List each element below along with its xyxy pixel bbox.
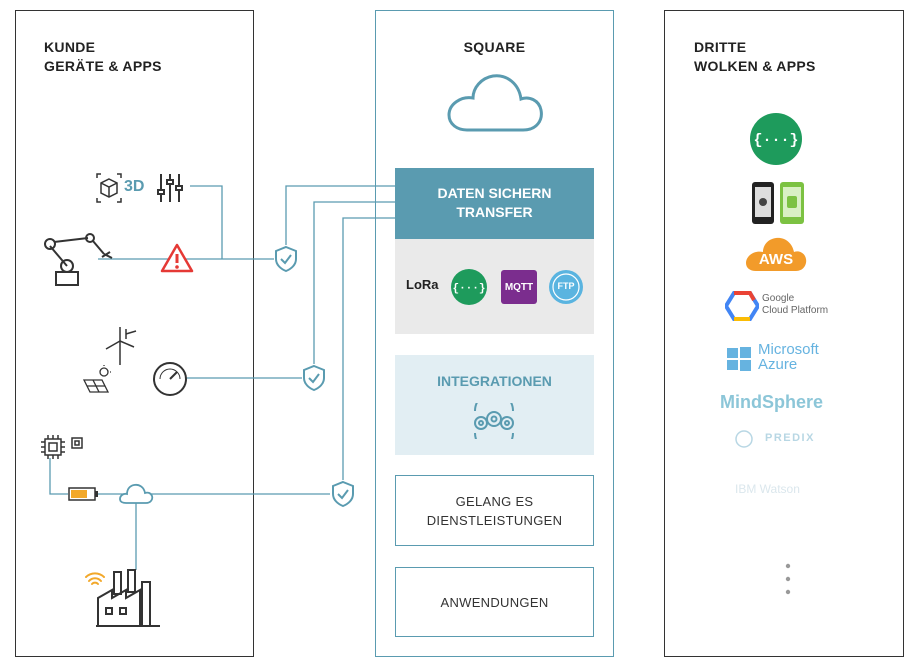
third-party-heading-line2: WOLKEN & APPS [694, 58, 816, 74]
svg-text:{···}: {···} [452, 283, 485, 295]
customer-heading-line2: GERÄTE & APPS [44, 58, 162, 74]
integrations-label: INTEGRATIONEN [437, 373, 552, 389]
node-red-icon: {···} [750, 113, 802, 165]
gauge-icon [153, 362, 187, 396]
windows-icon [727, 347, 751, 371]
aws-label: AWS [758, 251, 794, 268]
azure-line2: Azure [758, 356, 798, 373]
ftp-icon [549, 270, 583, 304]
google-cloud-label: Google Cloud Platform [762, 293, 828, 317]
warning-icon [160, 243, 194, 273]
services-line1: GELANG ES [455, 493, 534, 509]
3d-label: 3D [124, 178, 145, 195]
factory-icon [96, 569, 160, 627]
cloud-icon [447, 74, 543, 132]
battery-icon [68, 487, 98, 501]
square-platform-panel [375, 10, 614, 657]
chip-link-line [49, 458, 68, 495]
shield-check-icon [332, 480, 354, 508]
applications-box: ANWENDUNGEN [395, 567, 594, 637]
customer-heading-line1: KUNDE [44, 39, 96, 55]
third-party-clouds-panel [664, 10, 904, 657]
azure-line1: Microsoft [758, 341, 819, 358]
mindsphere-label: MindSphere [720, 392, 824, 412]
shield-check-icon [275, 245, 297, 273]
cube-3d-icon [96, 173, 122, 203]
customer-devices-panel [15, 10, 254, 657]
robot-arm-icon [44, 233, 113, 286]
wind-turbine-icon [105, 327, 137, 365]
secure-transfer-line1: DATEN SICHERN [437, 185, 552, 201]
lora-logo: LoRa [406, 277, 439, 292]
third-party-heading-line1: DRITTE [694, 39, 747, 55]
mqtt-logo: MQTT [501, 270, 537, 304]
integrations-box: INTEGRATIONEN [395, 355, 594, 455]
predix-label: PREDIX [765, 432, 815, 444]
customer-heading: KUNDE GERÄTE & APPS [44, 38, 162, 76]
shield-check-icon [303, 364, 325, 392]
secure-transfer-line2: TRANSFER [456, 204, 533, 220]
chip-icon [41, 435, 83, 459]
ge-icon [735, 430, 753, 448]
route-line-2 [313, 201, 395, 364]
sliders-icon [157, 174, 183, 202]
third-party-heading: DRITTE WOLKEN & APPS [694, 38, 816, 76]
aws-cloud-icon [746, 237, 807, 271]
google-cloud-line2: Cloud Platform [762, 305, 829, 316]
gears-icon [474, 403, 514, 439]
google-cloud-line1: Google [762, 293, 795, 304]
cloud-icon [119, 483, 154, 504]
services-line2: DIENSTLEISTUNGEN [426, 512, 563, 528]
more-dots-icon [785, 563, 791, 595]
node-red-icon: {···} [451, 269, 487, 305]
sliders-link-line [190, 185, 223, 259]
wifi-icon [85, 572, 105, 585]
ftp-label: FTP [557, 281, 575, 291]
route-line-1 [285, 185, 395, 245]
services-box: GELANG ES DIENSTLEISTUNGEN [395, 475, 594, 546]
ibm-watson-label: IBM Watson [735, 482, 800, 496]
google-cloud-icon [725, 291, 759, 321]
solar-panel-icon [82, 365, 111, 393]
secure-transfer-box: DATEN SICHERN TRANSFER [395, 168, 594, 239]
square-heading: SQUARE [463, 39, 526, 55]
svg-text:{···}: {···} [753, 132, 798, 149]
smartphone-icon [752, 182, 804, 224]
azure-label: Microsoft Azure [758, 342, 819, 372]
route-line-3 [342, 217, 395, 480]
